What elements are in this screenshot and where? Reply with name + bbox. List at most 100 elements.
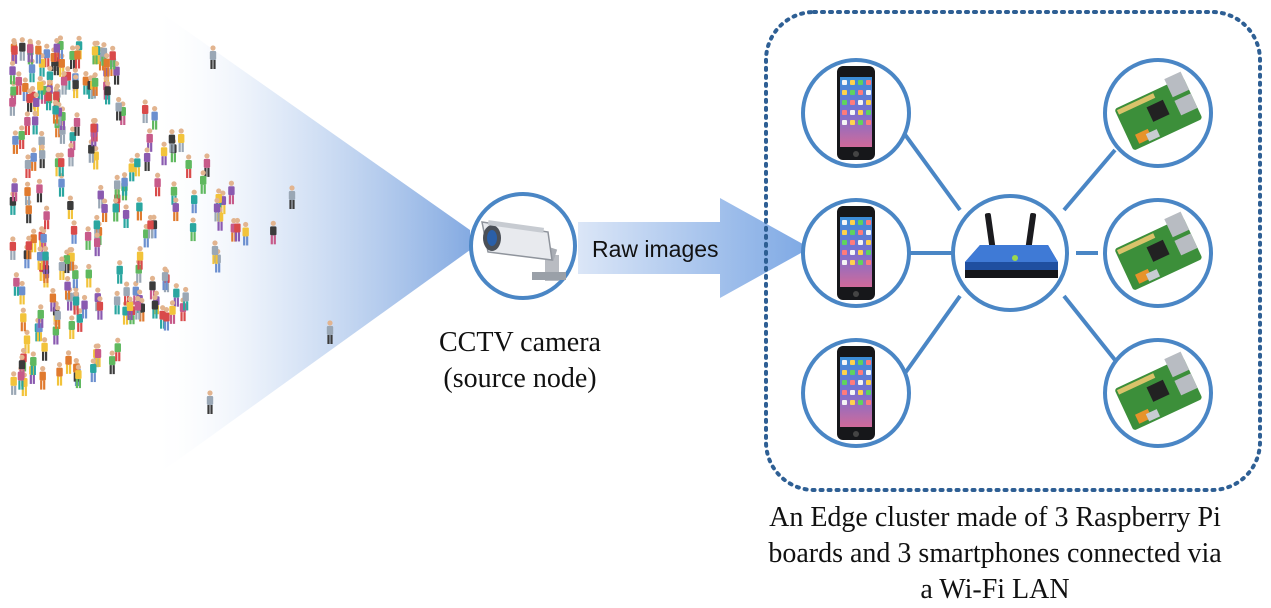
person-figure xyxy=(189,217,197,242)
cluster-caption-line-1: An Edge cluster made of 3 Raspberry Pi xyxy=(769,502,1221,533)
person-figure xyxy=(91,40,99,65)
person-figure xyxy=(58,152,65,177)
person-figure xyxy=(151,294,159,319)
person-figure xyxy=(69,45,76,69)
cctv-camera-node xyxy=(469,192,577,300)
person-figure xyxy=(26,88,33,113)
person-figure xyxy=(113,290,121,315)
person-figure xyxy=(9,60,16,85)
person-figure xyxy=(160,141,168,166)
person-figure xyxy=(82,71,90,95)
person-figure xyxy=(26,38,34,63)
person-figure xyxy=(114,337,121,362)
person-figure xyxy=(85,263,92,288)
cluster-caption-line-3: a Wi-Fi LAN xyxy=(920,574,1070,605)
person-figure xyxy=(56,361,63,386)
person-figure xyxy=(151,106,158,130)
person-figure xyxy=(18,125,25,149)
person-figure xyxy=(326,320,334,344)
person-figure xyxy=(200,170,207,194)
cctv-camera-icon xyxy=(481,220,566,281)
person-figure xyxy=(182,286,189,311)
person-figure xyxy=(209,45,217,69)
person-figure xyxy=(163,306,170,331)
person-figure xyxy=(45,86,52,111)
cluster-caption: An Edge cluster made of 3 Raspberry Pi b… xyxy=(735,500,1255,608)
raspberry-pi-icon xyxy=(1115,71,1202,150)
person-figure xyxy=(54,305,61,329)
raspberry-pi-icon xyxy=(1115,351,1202,430)
raspberry-pi-node xyxy=(1103,58,1213,168)
raspberry-pi-node xyxy=(1103,198,1213,308)
person-figure xyxy=(143,223,150,248)
raspberry-pi-icon xyxy=(1115,211,1202,290)
person-figure xyxy=(60,71,68,95)
person-figure xyxy=(63,249,71,274)
person-figure xyxy=(36,246,44,270)
person-figure xyxy=(46,65,54,90)
crowd-figures xyxy=(9,35,334,414)
person-figure xyxy=(213,197,221,222)
person-figure xyxy=(121,172,128,196)
person-figure xyxy=(24,111,31,135)
lan-connections xyxy=(896,123,1117,385)
smartphone-node xyxy=(801,58,911,168)
person-figure xyxy=(108,350,116,375)
raw-images-label: Raw images xyxy=(592,236,719,262)
person-figure xyxy=(288,185,296,209)
person-figure xyxy=(113,174,121,199)
person-figure xyxy=(35,39,42,64)
edge-cluster-border xyxy=(764,10,1262,492)
person-figure xyxy=(68,315,75,339)
person-figure xyxy=(115,96,122,121)
smartphone-icon xyxy=(837,206,875,300)
person-figure xyxy=(136,246,144,270)
person-figure xyxy=(96,296,104,320)
person-figure xyxy=(94,343,102,368)
person-figure xyxy=(234,217,241,242)
person-figure xyxy=(15,71,23,95)
person-figure xyxy=(13,272,20,296)
person-figure xyxy=(128,157,135,182)
person-figure xyxy=(18,280,26,305)
person-figure xyxy=(91,72,99,96)
person-figure xyxy=(109,45,116,70)
camera-view-beam xyxy=(150,5,470,480)
person-figure xyxy=(84,226,92,250)
person-figure xyxy=(67,195,74,220)
person-figure xyxy=(143,147,151,172)
person-figure xyxy=(43,205,50,230)
person-figure xyxy=(30,351,37,375)
person-figure xyxy=(185,154,192,179)
person-figure xyxy=(64,276,71,300)
person-figure xyxy=(168,129,176,153)
person-figure xyxy=(72,290,80,315)
person-figure xyxy=(112,197,119,222)
person-figure xyxy=(211,240,219,265)
person-figure xyxy=(190,189,198,214)
person-figure xyxy=(65,350,72,374)
camera-caption-line-2: (source node) xyxy=(443,363,597,394)
person-figure xyxy=(74,44,81,69)
person-figure xyxy=(228,180,235,205)
person-figure xyxy=(126,296,134,321)
smartphone-icon xyxy=(837,346,875,440)
person-figure xyxy=(11,40,18,64)
person-figure xyxy=(12,130,19,154)
person-figure xyxy=(73,112,81,136)
wifi-router-icon xyxy=(965,213,1058,278)
person-figure xyxy=(41,337,48,361)
raspberry-pi-node xyxy=(1103,338,1213,448)
person-figure xyxy=(38,130,45,155)
person-figure xyxy=(52,99,59,124)
person-figure xyxy=(134,152,141,177)
person-figure xyxy=(93,232,101,257)
person-figure xyxy=(90,358,97,383)
smartphone-node xyxy=(801,338,911,448)
person-figure xyxy=(49,287,57,312)
person-figure xyxy=(39,366,46,390)
person-figure xyxy=(172,197,179,222)
person-figure xyxy=(270,220,277,245)
person-figure xyxy=(30,147,37,171)
